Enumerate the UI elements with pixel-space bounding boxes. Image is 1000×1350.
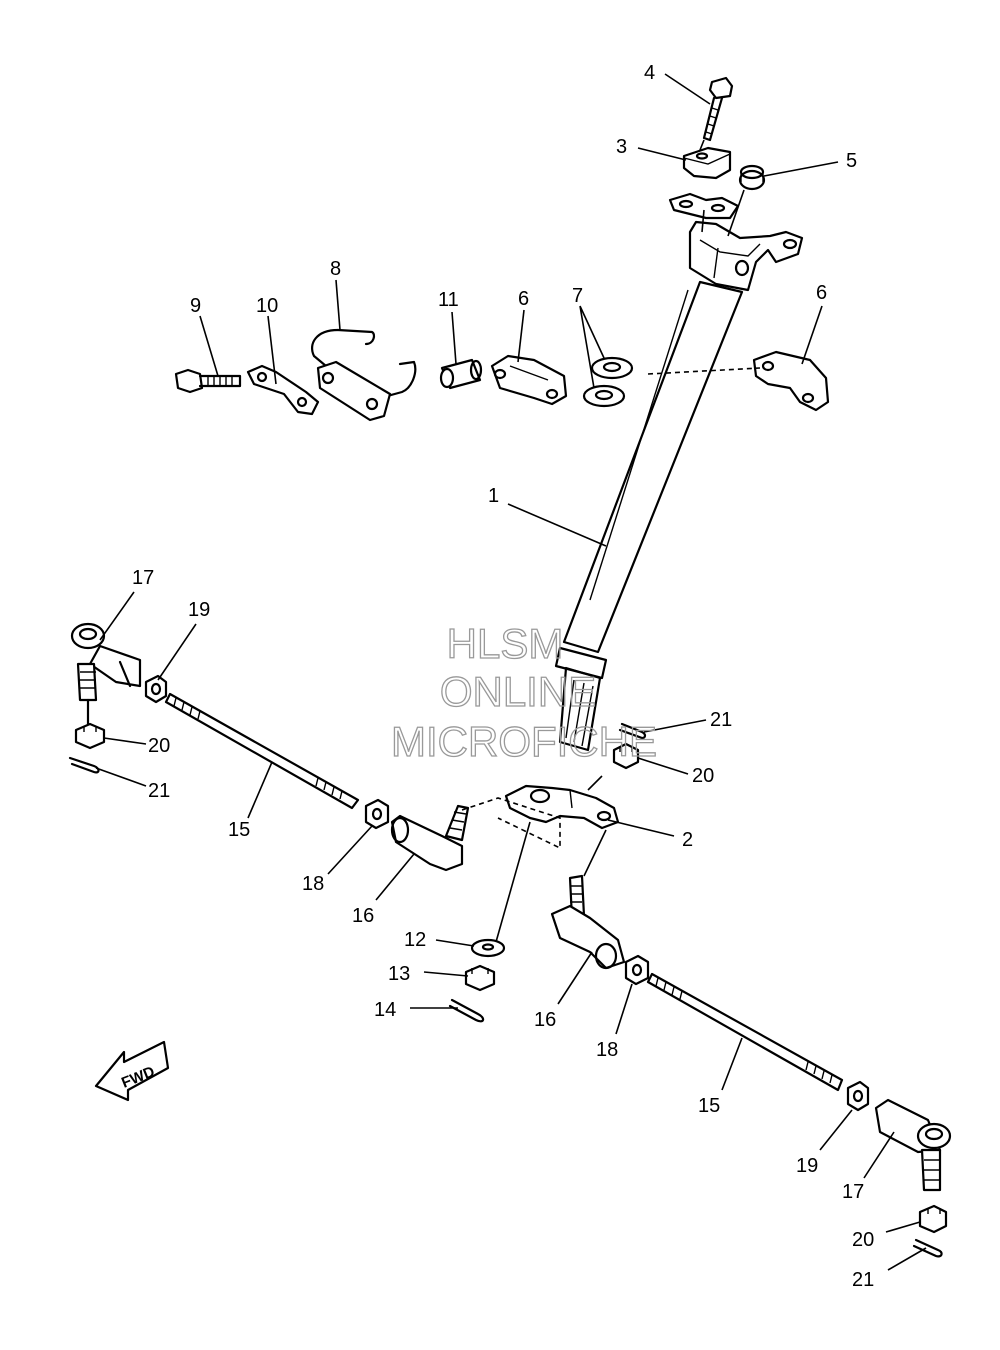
callout-20-right: 20 bbox=[852, 1229, 874, 1251]
part-20-castle-nut-right[interactable] bbox=[918, 1204, 948, 1234]
callout-10: 10 bbox=[256, 295, 278, 317]
part-8-wire-clip[interactable] bbox=[311, 328, 417, 422]
part-7-washers[interactable] bbox=[582, 356, 634, 408]
callout-numbers: 4 3 5 8 9 10 11 6 7 6 1 17 19 20 21 15 1… bbox=[132, 62, 874, 1291]
callout-15-left: 15 bbox=[228, 819, 250, 841]
callout-16-left: 16 bbox=[352, 905, 374, 927]
watermark-line-3: MICROFICHE bbox=[391, 718, 657, 765]
watermark-line-1: HLSM bbox=[447, 620, 564, 667]
part-11-collar[interactable] bbox=[439, 358, 483, 390]
part-15-tie-rod-right[interactable] bbox=[646, 972, 844, 1092]
callout-21-right: 21 bbox=[852, 1269, 874, 1291]
callout-15-right: 15 bbox=[698, 1095, 720, 1117]
callout-13: 13 bbox=[388, 963, 410, 985]
part-6-bracket-right[interactable] bbox=[752, 350, 830, 412]
part-3-clamp[interactable] bbox=[682, 146, 732, 180]
callout-14: 14 bbox=[374, 999, 396, 1021]
callout-19-right: 19 bbox=[796, 1155, 818, 1177]
part-17-tie-rod-end-left[interactable] bbox=[70, 622, 142, 730]
callout-17-right: 17 bbox=[842, 1181, 864, 1203]
callout-20-left: 20 bbox=[148, 735, 170, 757]
part-6-bracket-left[interactable] bbox=[490, 354, 568, 406]
part-20-castle-nut-left[interactable] bbox=[74, 722, 106, 750]
callout-5: 5 bbox=[846, 150, 857, 172]
callout-18-right: 18 bbox=[596, 1039, 618, 1061]
callout-19-left: 19 bbox=[188, 599, 210, 621]
callout-2: 2 bbox=[682, 829, 693, 851]
column-top-bracket[interactable] bbox=[668, 192, 804, 292]
part-5-grommet[interactable] bbox=[738, 164, 766, 191]
part-14-cotter-pin[interactable] bbox=[448, 998, 485, 1023]
part-17-tie-rod-end-right[interactable] bbox=[874, 1098, 952, 1192]
part-20-castle-nut-center[interactable] bbox=[612, 742, 640, 770]
part-13-nut[interactable] bbox=[464, 964, 496, 992]
fwd-arrow-icon: FWD bbox=[94, 1040, 170, 1102]
callout-3: 3 bbox=[616, 136, 627, 158]
part-4-bolt[interactable] bbox=[702, 76, 734, 142]
callout-21-left: 21 bbox=[148, 780, 170, 802]
watermark: HLSM ONLINE MICROFICHE bbox=[390, 619, 657, 765]
part-10-lock-plate[interactable] bbox=[246, 364, 320, 416]
watermark-line-2: ONLINE bbox=[440, 668, 596, 715]
part-21-cotter-pin-right[interactable] bbox=[912, 1238, 943, 1258]
callout-16-right: 16 bbox=[534, 1009, 556, 1031]
part-21-cotter-pin-center[interactable] bbox=[618, 722, 647, 740]
callout-12: 12 bbox=[404, 929, 426, 951]
part-19-nut-left[interactable] bbox=[144, 674, 168, 704]
leader-lines bbox=[95, 73, 927, 1271]
part-15-tie-rod-left[interactable] bbox=[164, 692, 360, 810]
part-2-pitman-arm[interactable] bbox=[504, 784, 620, 830]
callout-20-center: 20 bbox=[692, 765, 714, 787]
part-16-tie-rod-end-left-inner[interactable] bbox=[390, 804, 470, 872]
callout-21-center: 21 bbox=[710, 709, 732, 731]
part-21-cotter-pin-left[interactable] bbox=[68, 756, 100, 774]
callout-7: 7 bbox=[572, 285, 583, 307]
steering-column[interactable] bbox=[554, 280, 744, 752]
part-18-nut-right[interactable] bbox=[624, 954, 650, 986]
callout-6-left: 6 bbox=[518, 288, 529, 310]
callout-17-left: 17 bbox=[132, 567, 154, 589]
part-12-washer[interactable] bbox=[470, 938, 506, 958]
callout-8: 8 bbox=[330, 258, 341, 280]
callout-11: 11 bbox=[438, 289, 459, 311]
callout-1: 1 bbox=[488, 485, 499, 507]
callout-9: 9 bbox=[190, 295, 201, 317]
part-16-tie-rod-end-right-inner[interactable] bbox=[550, 874, 626, 970]
part-19-nut-right[interactable] bbox=[846, 1080, 870, 1112]
part-18-nut-left[interactable] bbox=[364, 798, 390, 830]
callout-18-left: 18 bbox=[302, 873, 324, 895]
callout-6-right: 6 bbox=[816, 282, 827, 304]
part-9-bolt[interactable] bbox=[174, 368, 242, 394]
callout-4: 4 bbox=[644, 62, 655, 84]
